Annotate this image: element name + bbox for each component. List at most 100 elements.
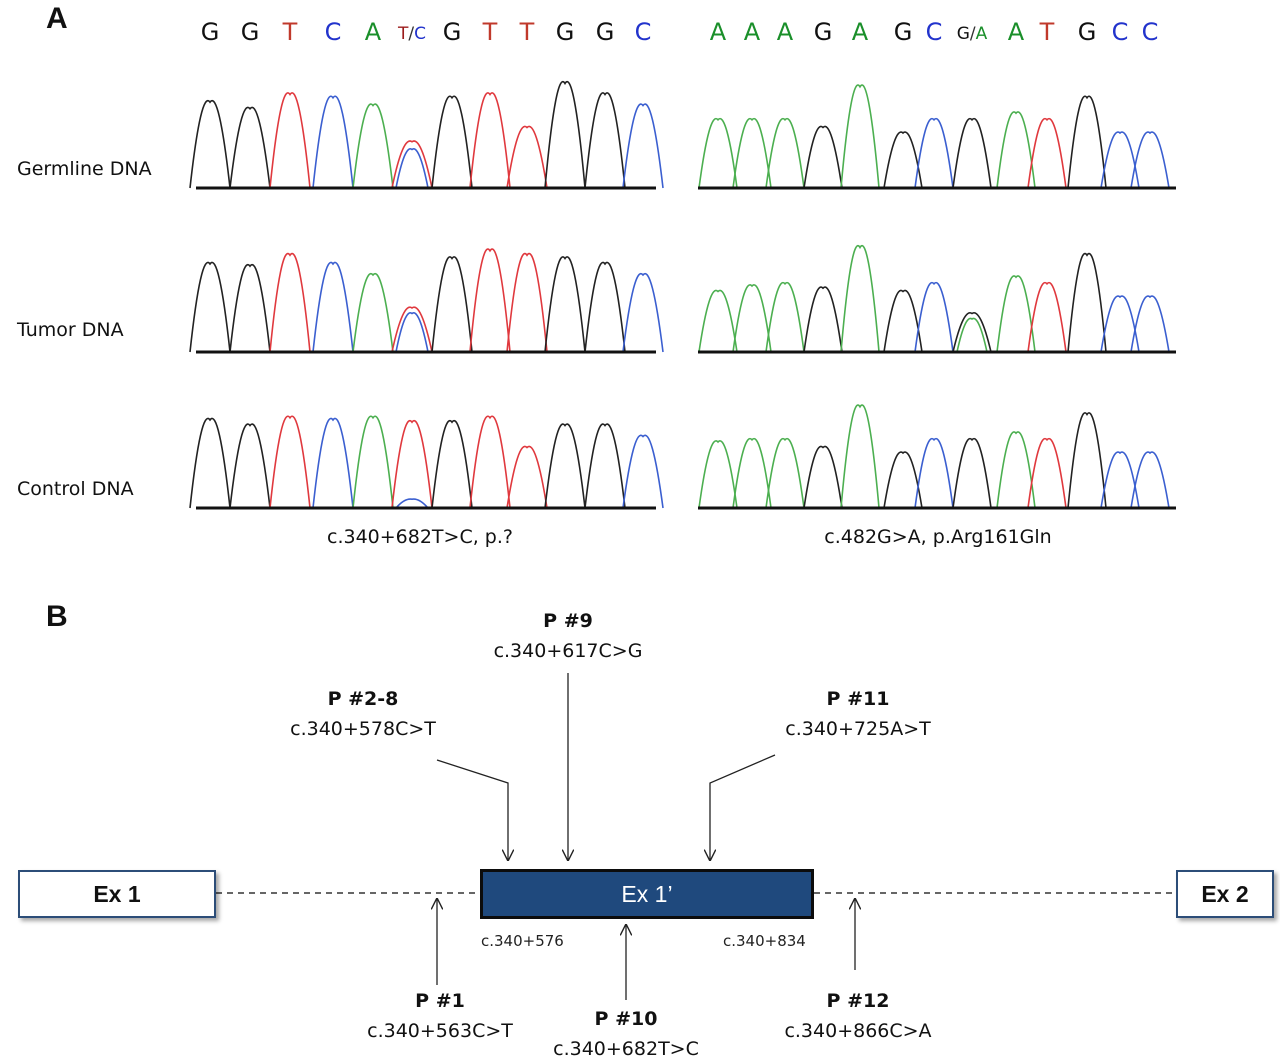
peak-left-tumor-alt <box>395 312 429 353</box>
peak-right-control-10 <box>1067 412 1107 509</box>
right-base-7: G/A <box>956 24 988 44</box>
peak-right-germline-6 <box>914 117 954 189</box>
left-base-6: G <box>442 18 462 46</box>
right-base-1: A <box>743 18 761 46</box>
peak-right-germline-7 <box>952 117 992 189</box>
left-base-9: G <box>555 18 575 46</box>
peak-left-germline-11 <box>622 103 664 189</box>
peak-left-tumor-6 <box>431 256 473 353</box>
patient-10-label: P #10 c.340+682T>C <box>553 1004 699 1064</box>
peak-left-germline-7 <box>469 92 511 189</box>
peak-right-tumor-2 <box>765 281 805 353</box>
peak-left-tumor-5 <box>391 306 433 353</box>
peak-left-control-11 <box>622 434 664 509</box>
patient-id: P #9 <box>543 610 593 632</box>
right-base-11: C <box>1111 18 1129 46</box>
peak-right-germline-11 <box>1100 131 1140 189</box>
patient-id: P #11 <box>826 688 890 710</box>
peak-left-tumor-8 <box>506 252 548 353</box>
peak-left-control-4 <box>352 415 394 509</box>
peak-left-tumor-10 <box>584 261 626 353</box>
peak-left-germline-5 <box>391 140 433 189</box>
peak-right-tumor-7 <box>952 312 992 353</box>
peak-right-germline-10 <box>1067 95 1107 189</box>
peak-right-germline-4 <box>840 84 880 189</box>
peak-left-tumor-7 <box>469 248 511 353</box>
peak-right-tumor-alt <box>956 317 988 353</box>
peak-left-germline-alt <box>395 148 429 189</box>
exon-start-coordinate: c.340+576 <box>481 932 564 950</box>
peak-right-tumor-10 <box>1067 252 1107 353</box>
peak-right-tumor-9 <box>1027 281 1067 353</box>
right-base-5: G <box>893 18 913 46</box>
peak-right-tumor-0 <box>698 289 738 353</box>
patient-9-label: P #9 c.340+617C>G <box>494 606 643 666</box>
right-base-3: G <box>813 18 833 46</box>
peak-right-control-7 <box>952 437 992 509</box>
exon-2-box: Ex 2 <box>1176 870 1274 918</box>
exon-1-prime-box: Ex 1’ <box>480 869 814 919</box>
exon-1-box: Ex 1 <box>18 870 216 918</box>
left-base-0: G <box>200 18 220 46</box>
left-base-10: G <box>595 18 615 46</box>
peak-right-tumor-8 <box>996 275 1036 353</box>
chromatogram-traces <box>189 81 1176 510</box>
peak-left-germline-9 <box>544 81 586 189</box>
peak-right-control-0 <box>698 440 738 509</box>
peak-right-germline-9 <box>1027 117 1067 189</box>
patient-1-label: P #1 c.340+563C>T <box>367 986 513 1046</box>
peak-left-germline-8 <box>506 125 548 189</box>
patient-variant: c.340+866C>A <box>784 1020 932 1042</box>
peak-left-tumor-9 <box>544 256 586 353</box>
peak-right-control-6 <box>914 437 954 509</box>
peak-left-control-9 <box>544 423 586 509</box>
row-label-control: Control DNA <box>17 478 134 500</box>
left-variant-caption: c.340+682T>C, p.? <box>327 526 513 548</box>
peak-right-control-5 <box>883 451 923 509</box>
left-base-1: G <box>240 18 260 46</box>
patient-variant: c.340+563C>T <box>367 1020 513 1042</box>
peak-right-tumor-1 <box>732 284 772 353</box>
patient-id: P #1 <box>415 990 465 1012</box>
right-base-4: A <box>851 18 869 46</box>
peak-right-germline-8 <box>996 111 1036 189</box>
peak-left-control-alt <box>395 498 429 509</box>
peak-left-control-3 <box>312 417 354 509</box>
peak-left-control-2 <box>269 415 311 509</box>
peak-left-tumor-2 <box>269 252 311 353</box>
left-base-3: C <box>324 18 342 46</box>
peak-left-control-8 <box>506 445 548 509</box>
left-base-8: T <box>519 18 535 46</box>
peak-left-control-7 <box>469 415 511 509</box>
peak-left-tumor-11 <box>622 272 664 353</box>
right-base-10: G <box>1077 18 1097 46</box>
peak-right-control-12 <box>1130 451 1170 509</box>
patient-12-label: P #12 c.340+866C>A <box>784 986 931 1046</box>
peak-right-germline-2 <box>765 117 805 189</box>
peak-right-germline-12 <box>1130 131 1170 189</box>
peak-right-germline-0 <box>698 117 738 189</box>
right-base-12: C <box>1141 18 1159 46</box>
peak-right-control-4 <box>840 404 880 509</box>
peak-left-tumor-4 <box>352 272 394 353</box>
peak-right-tumor-4 <box>840 245 880 353</box>
panel-a-letter: A <box>46 2 68 35</box>
patient-id: P #12 <box>826 990 890 1012</box>
row-label-tumor: Tumor DNA <box>17 319 124 341</box>
patient-id: P #10 <box>594 1008 658 1030</box>
patient-variant: c.340+578C>T <box>290 718 436 740</box>
peak-right-tumor-12 <box>1130 295 1170 353</box>
peak-right-control-11 <box>1100 451 1140 509</box>
peak-left-control-6 <box>431 419 473 509</box>
patient-11-label: P #11 c.340+725A>T <box>785 684 930 744</box>
right-base-6: C <box>925 18 943 46</box>
arrow-p11 <box>710 754 776 860</box>
exon-end-coordinate: c.340+834 <box>723 932 806 950</box>
left-base-2: T <box>282 18 298 46</box>
patient-2-8-label: P #2-8 c.340+578C>T <box>290 684 436 744</box>
patient-id: P #2-8 <box>327 688 399 710</box>
peak-left-tumor-3 <box>312 261 354 353</box>
peak-left-germline-2 <box>269 92 311 189</box>
panel-b-letter: B <box>46 600 68 633</box>
